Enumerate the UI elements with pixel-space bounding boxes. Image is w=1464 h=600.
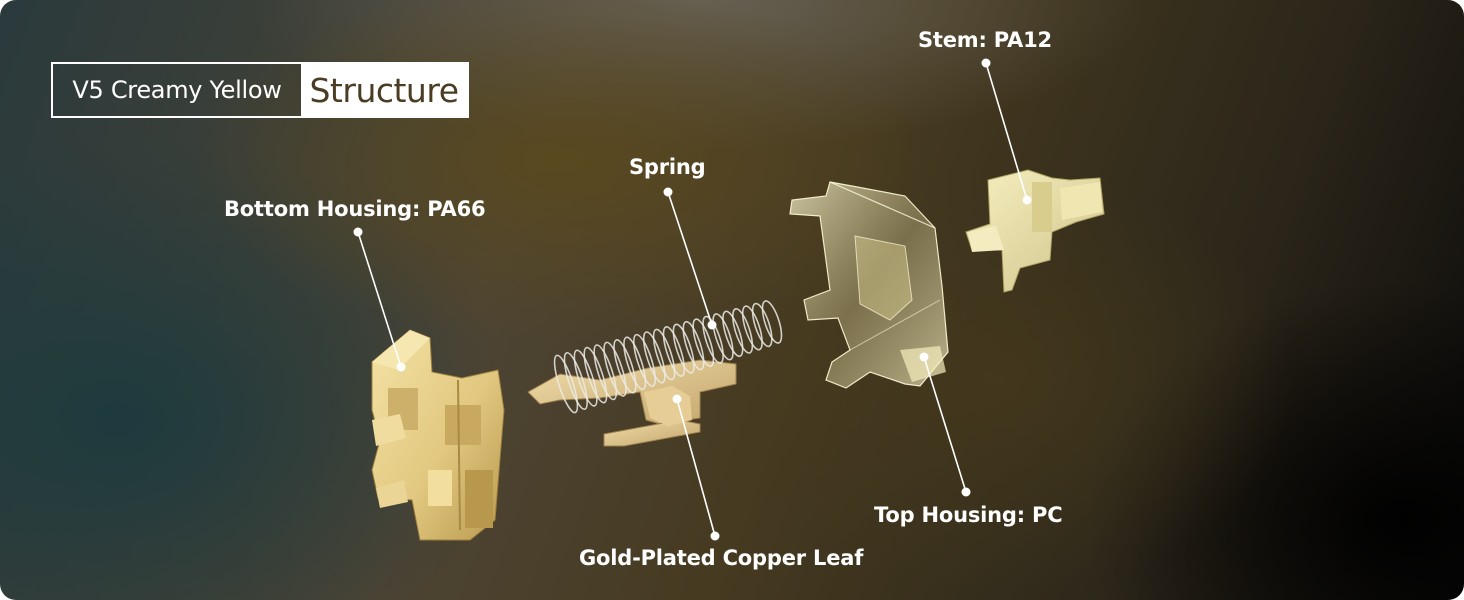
spring-coil (662, 326, 686, 377)
stem-callout-line (985, 62, 1028, 201)
spring-coil (642, 331, 666, 384)
spring-coil (633, 333, 656, 387)
leaf-callout-dot (710, 531, 720, 541)
spring-coil (682, 320, 705, 371)
spring-callout-line (667, 191, 713, 326)
spring-coil (553, 354, 579, 414)
bottom-housing-label: Bottom Housing: PA66 (224, 197, 486, 221)
spring-callout-dot (663, 187, 673, 197)
top-housing-label: Top Housing: PC (874, 503, 1063, 527)
leaf-label: Gold-Plated Copper Leaf (579, 546, 864, 570)
bottom-housing-anchor-dot (396, 362, 406, 372)
section-title: Structure (301, 64, 467, 116)
spring-coil (623, 336, 647, 391)
spring-coil (613, 339, 637, 394)
spring-label: Spring (629, 155, 706, 179)
top-housing-part (789, 181, 949, 389)
spring-coil (563, 351, 588, 411)
callout-dots (353, 58, 1032, 541)
model-name: V5 Creamy Yellow (72, 76, 282, 104)
spring-anchor-dot (707, 320, 717, 330)
stem-anchor-dot (1022, 195, 1032, 205)
spring-coil (751, 302, 773, 348)
bottom-housing-callout-line (357, 231, 402, 368)
top-housing-callout-dot (961, 487, 971, 497)
spring-coil (732, 308, 754, 354)
spring-coil (722, 310, 744, 358)
spring-coil (593, 344, 618, 401)
bottom-housing-part (371, 329, 505, 541)
spring-coil (712, 313, 734, 361)
spring-coil (603, 341, 627, 397)
spring-coil (702, 315, 724, 364)
stem-label: Stem: PA12 (918, 28, 1052, 52)
spring-part (553, 300, 783, 414)
leaf-anchor-dot (672, 394, 682, 404)
spring-coil (573, 349, 598, 407)
spring-coil (672, 323, 695, 374)
stem-part (965, 169, 1105, 293)
title-badge: V5 Creamy Yellow Structure (51, 62, 469, 118)
spring-coil (583, 346, 608, 404)
stem-callout-dot (981, 58, 991, 68)
spring-coil (761, 300, 783, 344)
top-housing-callout-line (923, 356, 967, 493)
copper-leaf-part (527, 359, 737, 447)
top-housing-anchor-dot (919, 352, 929, 362)
spring-coil (692, 318, 715, 368)
callout-lines (357, 62, 1028, 537)
spring-coil (652, 328, 676, 381)
bottom-housing-callout-dot (353, 227, 363, 237)
leaf-callout-line (676, 398, 716, 537)
spring-coil (741, 305, 763, 351)
